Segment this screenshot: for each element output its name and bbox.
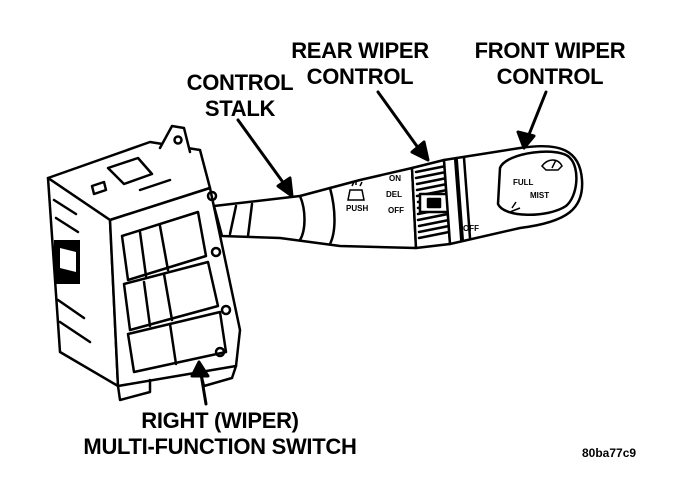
wiper-icon xyxy=(541,159,563,171)
off-marking-band: OFF xyxy=(463,224,479,233)
figure-code: 80ba77c9 xyxy=(582,446,637,460)
del-marking: DEL xyxy=(386,190,402,199)
control-stalk-label: CONTROL STALK xyxy=(170,70,310,122)
rear-wiper-label: REAR WIPER CONTROL xyxy=(280,38,440,90)
on-marking: ON xyxy=(389,174,401,183)
switch-label-line1: RIGHT (WIPER) xyxy=(141,408,299,433)
rear-wiper-label-line1: REAR WIPER xyxy=(291,38,429,63)
callout-arrows xyxy=(190,90,548,406)
front-wiper-label: FRONT WIPER CONTROL xyxy=(460,38,640,90)
off-marking-ring: OFF xyxy=(388,206,404,215)
full-marking: FULL xyxy=(513,178,534,187)
washer-mist-icon xyxy=(509,201,521,213)
front-wiper-label-line2: CONTROL xyxy=(496,64,604,89)
rear-wiper-ring xyxy=(410,158,460,250)
front-wiper-label-line1: FRONT WIPER xyxy=(474,38,626,63)
push-marking: PUSH xyxy=(346,204,369,213)
switch-label: RIGHT (WIPER) MULTI-FUNCTION SWITCH xyxy=(60,408,380,460)
control-stalk-body xyxy=(212,166,418,250)
switch-label-line2: MULTI-FUNCTION SWITCH xyxy=(83,434,357,459)
rear-wiper-label-line2: CONTROL xyxy=(306,64,414,89)
switch-housing xyxy=(46,124,242,402)
control-stalk-label-line1: CONTROL xyxy=(186,70,294,95)
control-stalk-label-line2: STALK xyxy=(204,96,276,121)
washer-spray-icon xyxy=(347,180,365,201)
mist-marking: MIST xyxy=(530,191,550,200)
